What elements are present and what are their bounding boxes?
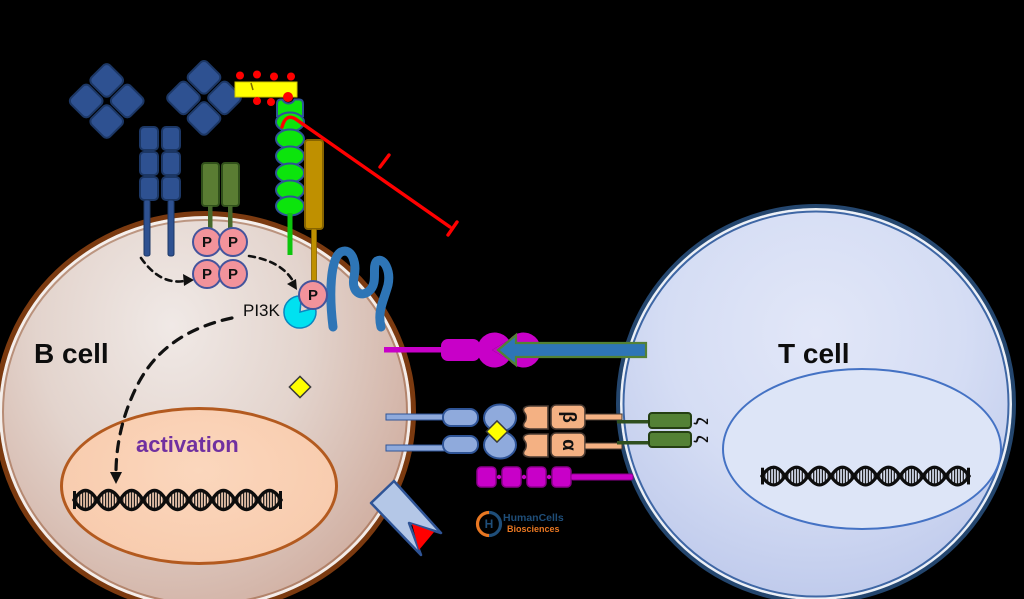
bcr-left-arm xyxy=(68,63,145,139)
b-cell-nucleus xyxy=(60,407,338,565)
cd40l-arrow-icon xyxy=(496,332,648,368)
costimulatory-chain-icon xyxy=(476,466,634,488)
activation-label: activation xyxy=(136,432,239,457)
tcr-beta-label: β xyxy=(551,405,585,429)
dna-helix-b xyxy=(72,488,283,512)
bcr-right-arm xyxy=(166,60,242,136)
logo-ring-icon xyxy=(475,510,503,538)
tcr-beta-text: β xyxy=(557,411,579,423)
flag-red-triangle xyxy=(412,524,434,550)
coreceptor-icon xyxy=(201,162,240,230)
zeta-text-1: ζ xyxy=(693,417,710,425)
antigen-diamond-free xyxy=(288,375,312,399)
pi3k-enzyme-icon xyxy=(283,295,317,329)
cd3-chains-icon xyxy=(617,412,692,448)
logo-tagline: Biosciences xyxy=(507,524,560,534)
t-cell-nucleus xyxy=(722,368,1002,530)
inhibition-line-icon xyxy=(280,115,459,237)
zeta-chain-label-1: ζ xyxy=(692,412,710,430)
bcr-antibody-icon xyxy=(68,60,242,257)
logo-monogram: H xyxy=(484,517,494,531)
antigen-dots xyxy=(236,70,295,106)
tcr-alpha-label: α xyxy=(551,433,585,457)
phospho-badge-1: P xyxy=(192,227,222,257)
mhc2-complex-icon xyxy=(385,403,517,460)
zeta-text-2: ζ xyxy=(693,435,710,443)
phospho-badge-2: P xyxy=(218,227,248,257)
pi3k-label: PI3K xyxy=(243,301,280,320)
phospho-badge-5: P xyxy=(298,280,328,310)
tcr-alpha-text: α xyxy=(558,439,579,451)
secretion-flag-icon xyxy=(369,479,443,557)
signaling-arrows xyxy=(110,254,297,484)
tcr-complex-icon xyxy=(522,404,623,458)
phospho-badge-4: P xyxy=(218,259,248,289)
t-cell-label: T cell xyxy=(778,338,850,369)
zeta-chain-label-2: ζ xyxy=(692,430,710,448)
dna-helix-t xyxy=(760,465,971,487)
membrane-squiggle-icon xyxy=(326,246,394,332)
antigen-bar-icon xyxy=(234,70,298,106)
b-cell-label: B cell xyxy=(34,338,109,369)
peptide-diamond xyxy=(485,419,509,444)
logo-name: HumanCells xyxy=(503,512,564,524)
gold-receptor-icon xyxy=(304,139,324,283)
